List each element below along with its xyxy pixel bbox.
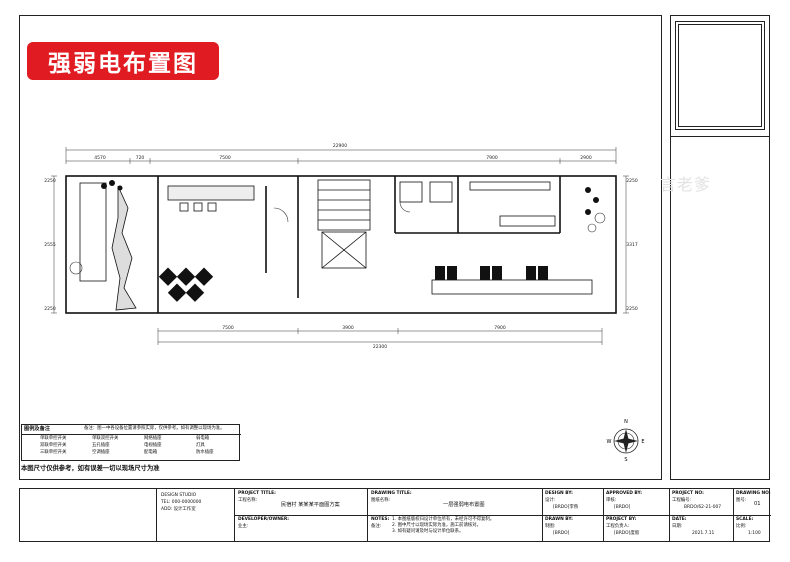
- company-line: TEL: 000-0000000: [161, 500, 202, 505]
- owner-label: 业主:: [238, 524, 249, 529]
- legend-item: 弱电箱: [196, 436, 210, 441]
- dim-top-4: 7900: [486, 155, 498, 161]
- legend-item: 防水插座: [196, 450, 214, 455]
- drawn-value: [BRDO]: [553, 531, 570, 536]
- drawing-name-label: 图纸名称:: [371, 498, 391, 503]
- project-name: 民宿村 某某某平面图方案: [281, 502, 340, 508]
- logo-box: [675, 21, 765, 130]
- north-label: N: [624, 419, 628, 425]
- legend-item: 三联单控开关: [40, 450, 67, 455]
- drawing-no-value: 01: [754, 501, 761, 507]
- developer-label: DEVELOPER/OWNER:: [238, 517, 290, 522]
- legend-remark: 备注：图一中各设备位置请参照实际，仅供参考。如有调整以现场为准。: [84, 426, 225, 431]
- drawing-no-label: DRAWING NO:: [736, 491, 771, 496]
- notes-cn-label: 备注:: [371, 524, 382, 529]
- dim-top-2: 720: [136, 155, 145, 161]
- dim-left-2: 2555: [44, 242, 56, 248]
- legend-item: 空调插座: [92, 450, 110, 455]
- drawing-no-cn-label: 图号:: [736, 498, 747, 503]
- title-block: DESIGN STUDIO TEL: 000-0000000 ADD: 设计工作…: [19, 488, 771, 542]
- south-label: S: [624, 457, 627, 462]
- legend-item: 配电箱: [144, 450, 158, 455]
- west-label: W: [607, 439, 612, 445]
- scale-label: SCALE:: [736, 517, 754, 522]
- legend-item: 单联单控开关: [40, 436, 67, 441]
- approved-cn-label: 审核:: [606, 498, 617, 503]
- logo-box-inner: [678, 24, 762, 127]
- legend-item: 单联双控开关: [92, 436, 119, 441]
- date-value: 2021.7.11: [692, 531, 715, 536]
- dim-top-5: 2900: [580, 155, 592, 161]
- page-title: 强弱电布置图: [27, 42, 219, 80]
- scale-cn-label: 比例:: [736, 524, 747, 529]
- watermark: 言老爹: [660, 175, 712, 194]
- design-by-label: DESIGN BY:: [545, 491, 573, 496]
- note-line: 2. 图中尺寸以现场实际为准，施工前请核对。: [392, 523, 482, 528]
- company-line: DESIGN STUDIO: [161, 493, 197, 498]
- project-name-label: 工程名称:: [238, 498, 258, 503]
- company-line: ADD: 设计工作室: [161, 507, 196, 512]
- legend-item: 电视插座: [144, 443, 162, 448]
- design-value: [BRDO]李燕: [553, 505, 579, 510]
- dim-left-1: 2250: [44, 178, 56, 184]
- drawing-title-label: DRAWING TITLE:: [371, 491, 412, 496]
- note-line: 1. 本图纸版权归设计单位所有，未经许可不得复制。: [392, 517, 495, 522]
- legend-item: 双联单控开关: [40, 443, 67, 448]
- date-cn-label: 日期:: [672, 524, 683, 529]
- dim-overall-top: 22900: [333, 143, 347, 149]
- project-by-label: PROJECT BY:: [606, 517, 637, 522]
- drawing-name: 一层强弱电布置图: [443, 502, 485, 508]
- dim-bottom-1: 7500: [222, 325, 234, 331]
- project-title-label: PROJECT TITLE:: [238, 491, 276, 496]
- size-note: 本图尺寸仅供参考，如有误差一切以现场尺寸为准: [21, 465, 160, 472]
- notes-label: NOTES:: [371, 517, 390, 522]
- legend-table: 图例及备注 备注：图一中各设备位置请参照实际，仅供参考。如有调整以现场为准。 单…: [21, 424, 241, 461]
- approved-value: [BRDO]: [614, 505, 631, 510]
- legend-item: 灯具: [196, 443, 205, 448]
- title-box-divider: [670, 136, 770, 137]
- drawn-cn-label: 制图:: [545, 524, 556, 529]
- dim-left-3: 2250: [44, 306, 56, 312]
- north-arrow: N S E W: [607, 419, 645, 462]
- scale-value: 1:100: [748, 531, 761, 536]
- legend-header: 图例及备注: [24, 426, 50, 432]
- east-label: E: [641, 439, 644, 445]
- dim-overall-bottom: 22300: [373, 344, 387, 348]
- dim-right-1: 2250: [626, 178, 638, 184]
- dim-top-1: 4570: [94, 155, 106, 161]
- legend-item: 网络插座: [144, 436, 162, 441]
- approved-by-label: APPROVED BY:: [606, 491, 643, 496]
- drawn-by-label: DRAWN BY:: [545, 517, 573, 522]
- design-cn-label: 设计:: [545, 498, 556, 503]
- project-no-value: BRDO/62-21-007: [684, 505, 722, 510]
- project-no-label: PROJECT NO:: [672, 491, 704, 496]
- title-box-frame: [670, 15, 770, 480]
- project-value: [BRDO]度假: [614, 531, 640, 536]
- dim-bottom-2: 3900: [342, 325, 354, 331]
- dim-top-3: 7500: [219, 155, 231, 161]
- project-cn-label: 工程负责人:: [606, 524, 630, 529]
- dim-right-2: 3317: [626, 242, 638, 248]
- note-line: 3. 如有疑问请及时与设计单位联系。: [392, 529, 464, 534]
- project-no-cn-label: 工程编号:: [672, 498, 692, 503]
- legend-item: 五孔插座: [92, 443, 110, 448]
- dim-bottom-3: 7900: [494, 325, 506, 331]
- floor-plan: 22900 4570 720 7500 7900 2900 7500 3900 …: [44, 143, 638, 348]
- dim-right-3: 2250: [626, 306, 638, 312]
- date-label: DATE:: [672, 517, 687, 522]
- sheet-frame: [19, 15, 662, 480]
